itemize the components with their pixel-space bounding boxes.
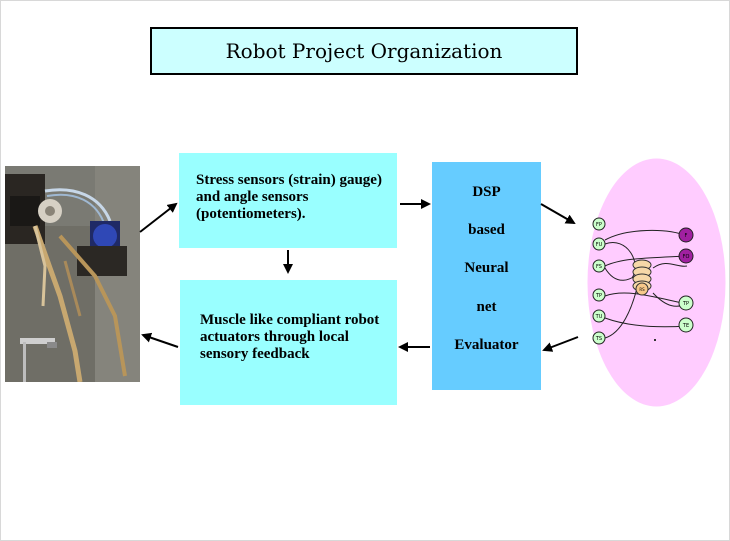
nn-left-node-6-label: TS <box>595 336 602 342</box>
dsp-line-2: based <box>468 222 505 238</box>
nn-left-node-4: TP <box>592 288 606 302</box>
nn-left-node-1: FP <box>592 217 606 231</box>
dsp-line-4: net <box>476 299 497 315</box>
nn-right-node-1: F <box>678 227 694 243</box>
nn-left-node-4-label: TP <box>595 293 602 299</box>
nn-right-node-4: TE <box>678 317 694 333</box>
nn-left-node-3-label: FS <box>596 264 602 270</box>
actuators-text: Muscle like compliant robot actuators th… <box>200 312 380 362</box>
nn-left-node-2-label: FU <box>596 242 603 248</box>
nn-right-node-3-label: TP <box>682 301 689 307</box>
nn-left-node-6: TS <box>592 331 606 345</box>
sensors-text: Stress sensors (strain) gauge) and angle… <box>196 172 382 222</box>
dsp-line-1: DSP <box>472 184 501 200</box>
nn-left-node-1-label: FP <box>596 222 602 228</box>
dsp-line-5: Evaluator <box>454 337 519 353</box>
nn-right-node-2: FO <box>678 248 694 264</box>
nn-right-node-3: TP <box>678 295 694 311</box>
nn-left-node-3: FS <box>592 259 606 273</box>
center-node-stack <box>632 259 652 296</box>
nn-left-node-5-label: TU <box>595 314 603 320</box>
slide-title: Robot Project Organization <box>150 27 578 75</box>
robot-leg-photo <box>5 166 140 382</box>
nn-center-node-label: RS <box>639 287 645 292</box>
nn-right-node-1-label: F <box>685 233 688 239</box>
neural-net-diagram: FP FU FS TP TU TS F FO TP TE RS <box>587 158 726 407</box>
dsp-evaluator-box: DSP based Neural net Evaluator <box>432 162 541 390</box>
small-dot <box>654 339 656 341</box>
nn-right-node-2-label: FO <box>683 254 690 260</box>
nn-left-node-5: TU <box>592 309 606 323</box>
nn-right-node-4-label: TE <box>682 323 689 329</box>
nn-left-node-2: FU <box>592 237 606 251</box>
sensors-box: Stress sensors (strain) gauge) and angle… <box>179 153 397 248</box>
dsp-line-3: Neural <box>464 260 509 276</box>
actuators-box: Muscle like compliant robot actuators th… <box>180 280 397 405</box>
